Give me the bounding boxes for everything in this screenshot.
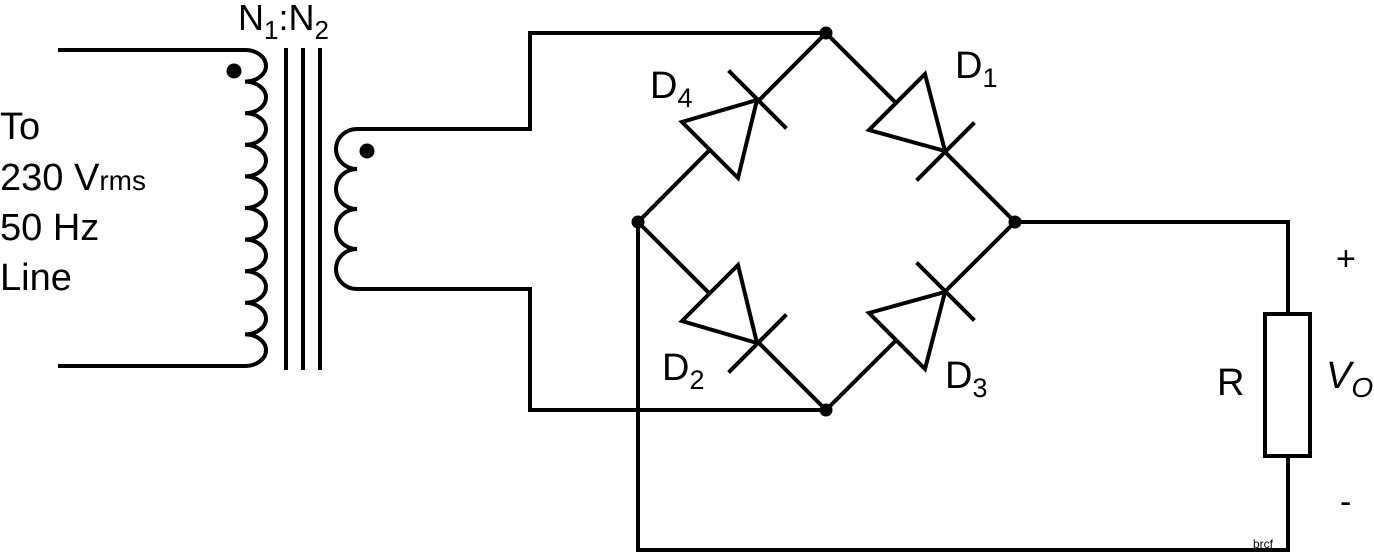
diode-d2-label: D2 — [662, 347, 704, 395]
output-minus-sign: - — [1340, 483, 1351, 521]
junction-dots — [631, 26, 1022, 417]
junction-bottom — [819, 403, 833, 417]
source-voltage: 230 V — [0, 157, 100, 199]
primary-winding — [58, 48, 268, 368]
load-wiring — [636, 220, 1290, 552]
diode-d4 — [678, 69, 788, 182]
diode-d3-label: D3 — [945, 355, 987, 403]
diode-d1 — [865, 70, 976, 182]
diode-d1-label: D1 — [955, 45, 997, 93]
ratio-n2: N — [288, 0, 314, 38]
diode-d3 — [865, 261, 976, 373]
output-plus-sign: + — [1336, 240, 1356, 278]
ratio-n1: N — [238, 0, 264, 38]
credit-text: brcf — [1253, 537, 1274, 551]
turns-ratio-label: N1:N2 — [238, 0, 329, 45]
ratio-n1-subscript: 1 — [264, 15, 278, 45]
resistor-label: R — [1217, 362, 1244, 404]
resistor — [1263, 312, 1312, 458]
diode-d2 — [678, 261, 788, 374]
source-line-3: 50 Hz — [0, 207, 99, 249]
secondary-winding — [334, 31, 828, 412]
ratio-n2-subscript: 2 — [314, 15, 328, 45]
secondary-polarity-dot — [359, 143, 375, 159]
junction-top — [819, 26, 833, 40]
ratio-separator: : — [278, 0, 288, 38]
bridge — [635, 30, 1018, 413]
source-line-1: To — [0, 106, 40, 148]
source-label: To 230 Vrms 50 Hz Line — [0, 106, 146, 299]
primary-polarity-dot — [226, 63, 242, 79]
source-line-2: 230 Vrms — [0, 157, 146, 199]
diode-d4-label: D4 — [650, 65, 692, 113]
source-line-4: Line — [0, 257, 72, 299]
source-voltage-subscript: rms — [99, 165, 146, 196]
output-voltage-label: VO — [1326, 355, 1373, 403]
transformer-core — [284, 48, 322, 370]
